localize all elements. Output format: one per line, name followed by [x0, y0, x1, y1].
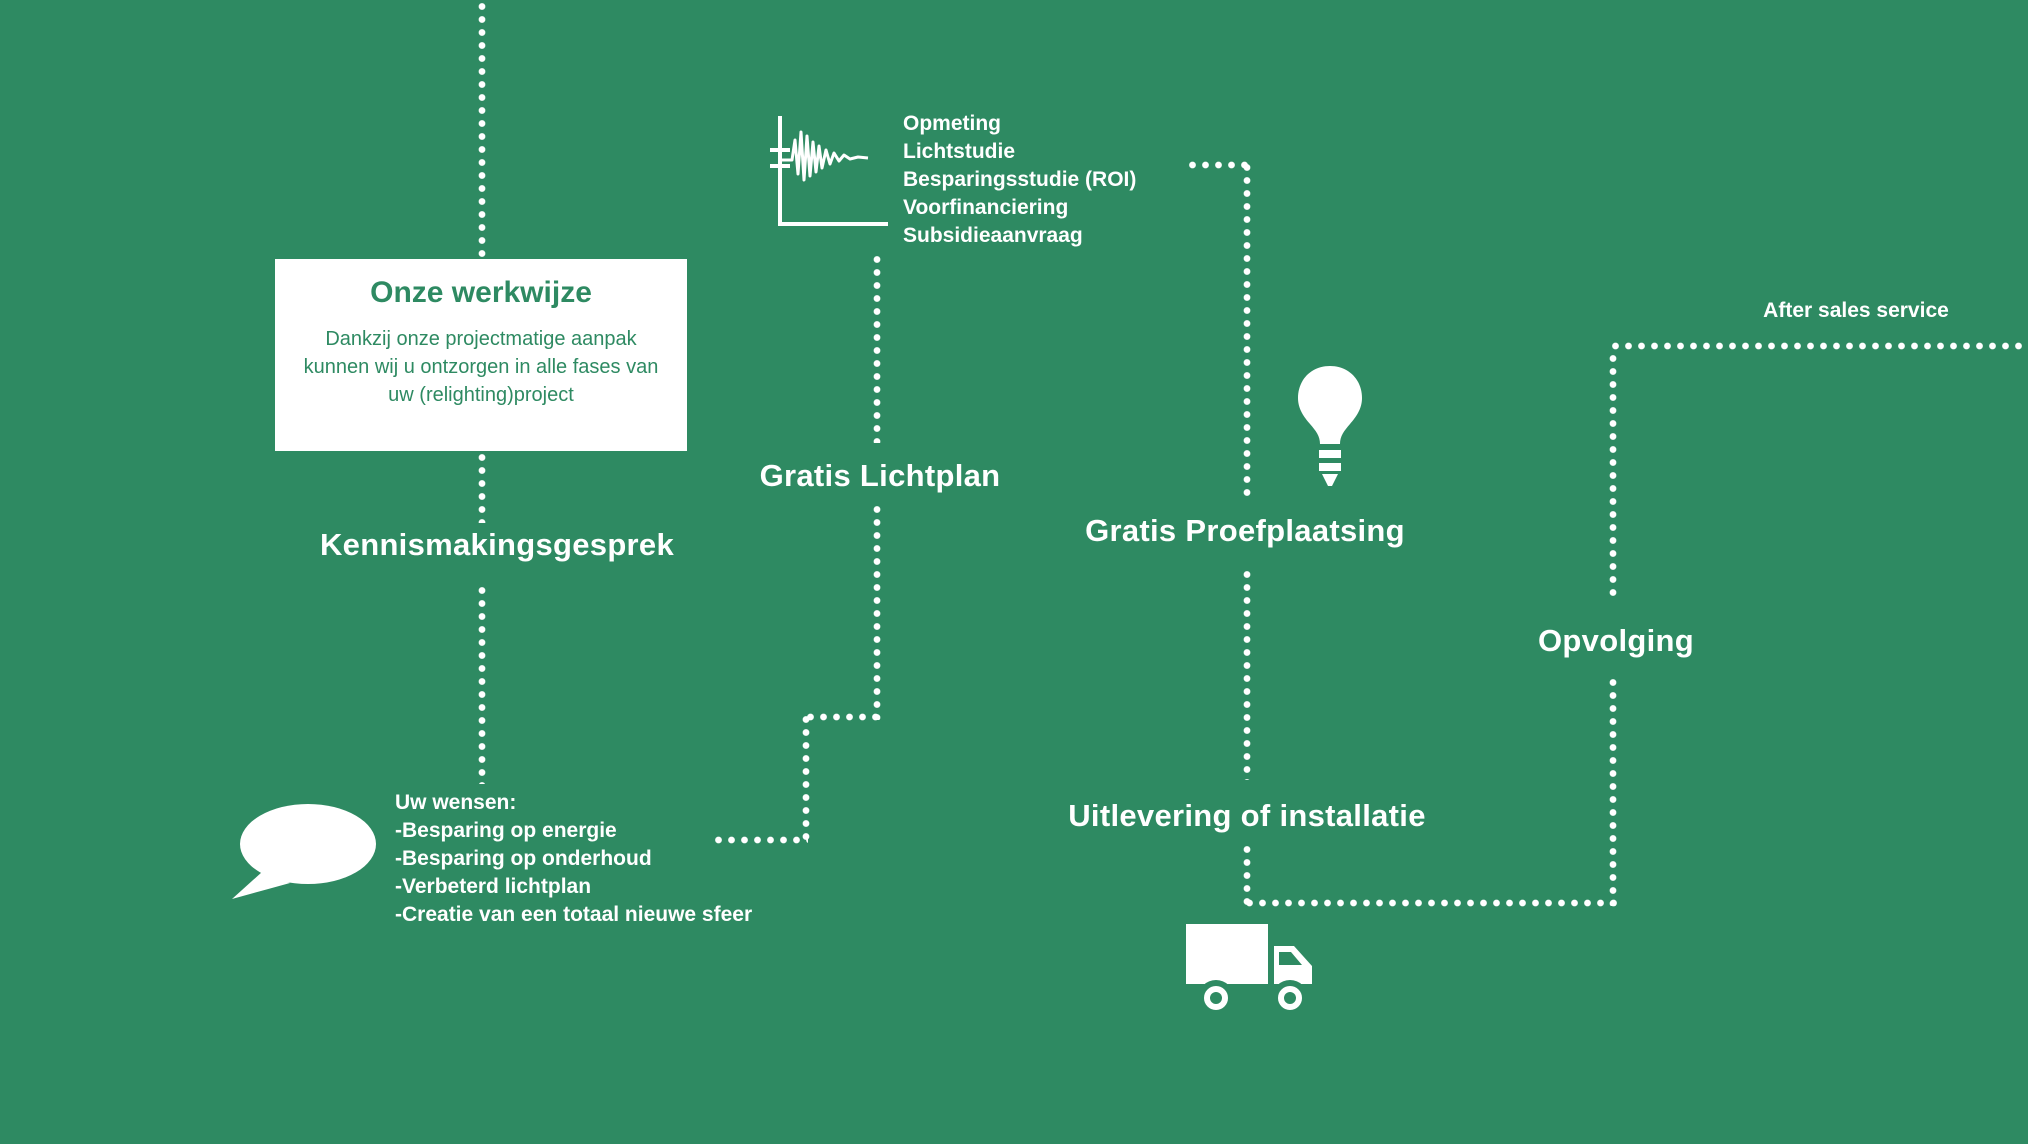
dotted-connector-kennismaking-to-wensen	[478, 584, 486, 784]
dotted-connector-chart-to-lichtplan	[873, 253, 881, 443]
dotted-connector-bottom-horizontal	[1243, 899, 1617, 907]
dotted-connector-jog-upper	[804, 713, 880, 721]
klant-wensen-item: -Creatie van een totaal nieuwe sfeer	[395, 903, 753, 926]
dotted-connector-to-proefplaatsing	[1243, 161, 1251, 501]
step-opvolging: Opvolging	[1538, 623, 1694, 658]
lichtplan-services-list: Opmeting Lichtstudie Besparingsstudie (R…	[903, 110, 1136, 250]
dotted-connector-box-to-kennismaking	[478, 451, 486, 523]
intro-title: Onze werkwijze	[370, 276, 592, 309]
lichtplan-service-item: Subsidieaanvraag	[903, 224, 1083, 247]
dotted-connector-opvolging-riser	[1609, 676, 1617, 906]
dotted-connector-jog-lower	[712, 836, 808, 844]
lichtplan-service-item: Lichtstudie	[903, 140, 1016, 163]
intro-body-line: Dankzij onze projectmatige aanpak	[325, 328, 637, 350]
lichtplan-service-item: Opmeting	[903, 112, 1001, 135]
lichtplan-service-item: Voorfinanciering	[903, 196, 1069, 219]
speech-bubble-icon	[232, 804, 376, 899]
lichtplan-service-item: Besparingsstudie (ROI)	[903, 168, 1137, 191]
dotted-connector-after-sales-horizontal	[1609, 342, 2028, 350]
dotted-connector-lichtplan-down	[873, 503, 881, 720]
klant-wensen-item: -Verbeterd lichtplan	[395, 875, 592, 898]
step-gratis-proefplaatsing: Gratis Proefplaatsing	[1085, 513, 1405, 548]
delivery-truck-icon	[1186, 924, 1312, 1016]
klant-wensen-heading: Uw wensen:	[395, 791, 517, 814]
intro-body-line: kunnen wij u ontzorgen in alle fases van	[303, 356, 659, 378]
intro-body-line: uw (relighting)project	[388, 384, 574, 406]
step-after-sales-service: After sales service	[1763, 299, 1949, 322]
step-uitlevering-of-installatie: Uitlevering of installatie	[1068, 798, 1426, 833]
dotted-connector-opvolging-up	[1609, 352, 1617, 602]
lightbulb-icon	[1298, 366, 1362, 486]
dotted-connector-jog-vertical	[802, 713, 810, 844]
step-kennismakingsgesprek: Kennismakingsgesprek	[319, 527, 675, 562]
klant-wensen-item: -Besparing op energie	[395, 819, 617, 842]
intro-box: Onze werkwijze Dankzij onze projectmatig…	[275, 259, 687, 451]
dotted-connector-uitlevering-down	[1243, 843, 1251, 905]
klant-wensen-item: -Besparing op onderhoud	[395, 847, 652, 870]
step-gratis-lichtplan: Gratis Lichtplan	[759, 458, 1001, 493]
dotted-connector-roi-horizontal	[1186, 161, 1252, 169]
intro-body: Dankzij onze projectmatige aanpak kunnen…	[275, 325, 687, 409]
dotted-connector-proefplaatsing-to-uitlevering	[1243, 568, 1251, 780]
waveform-chart-icon	[770, 116, 888, 226]
klant-wensen-list: Uw wensen: -Besparing op energie -Bespar…	[395, 789, 752, 929]
dotted-connector-top-vertical	[478, 0, 486, 262]
